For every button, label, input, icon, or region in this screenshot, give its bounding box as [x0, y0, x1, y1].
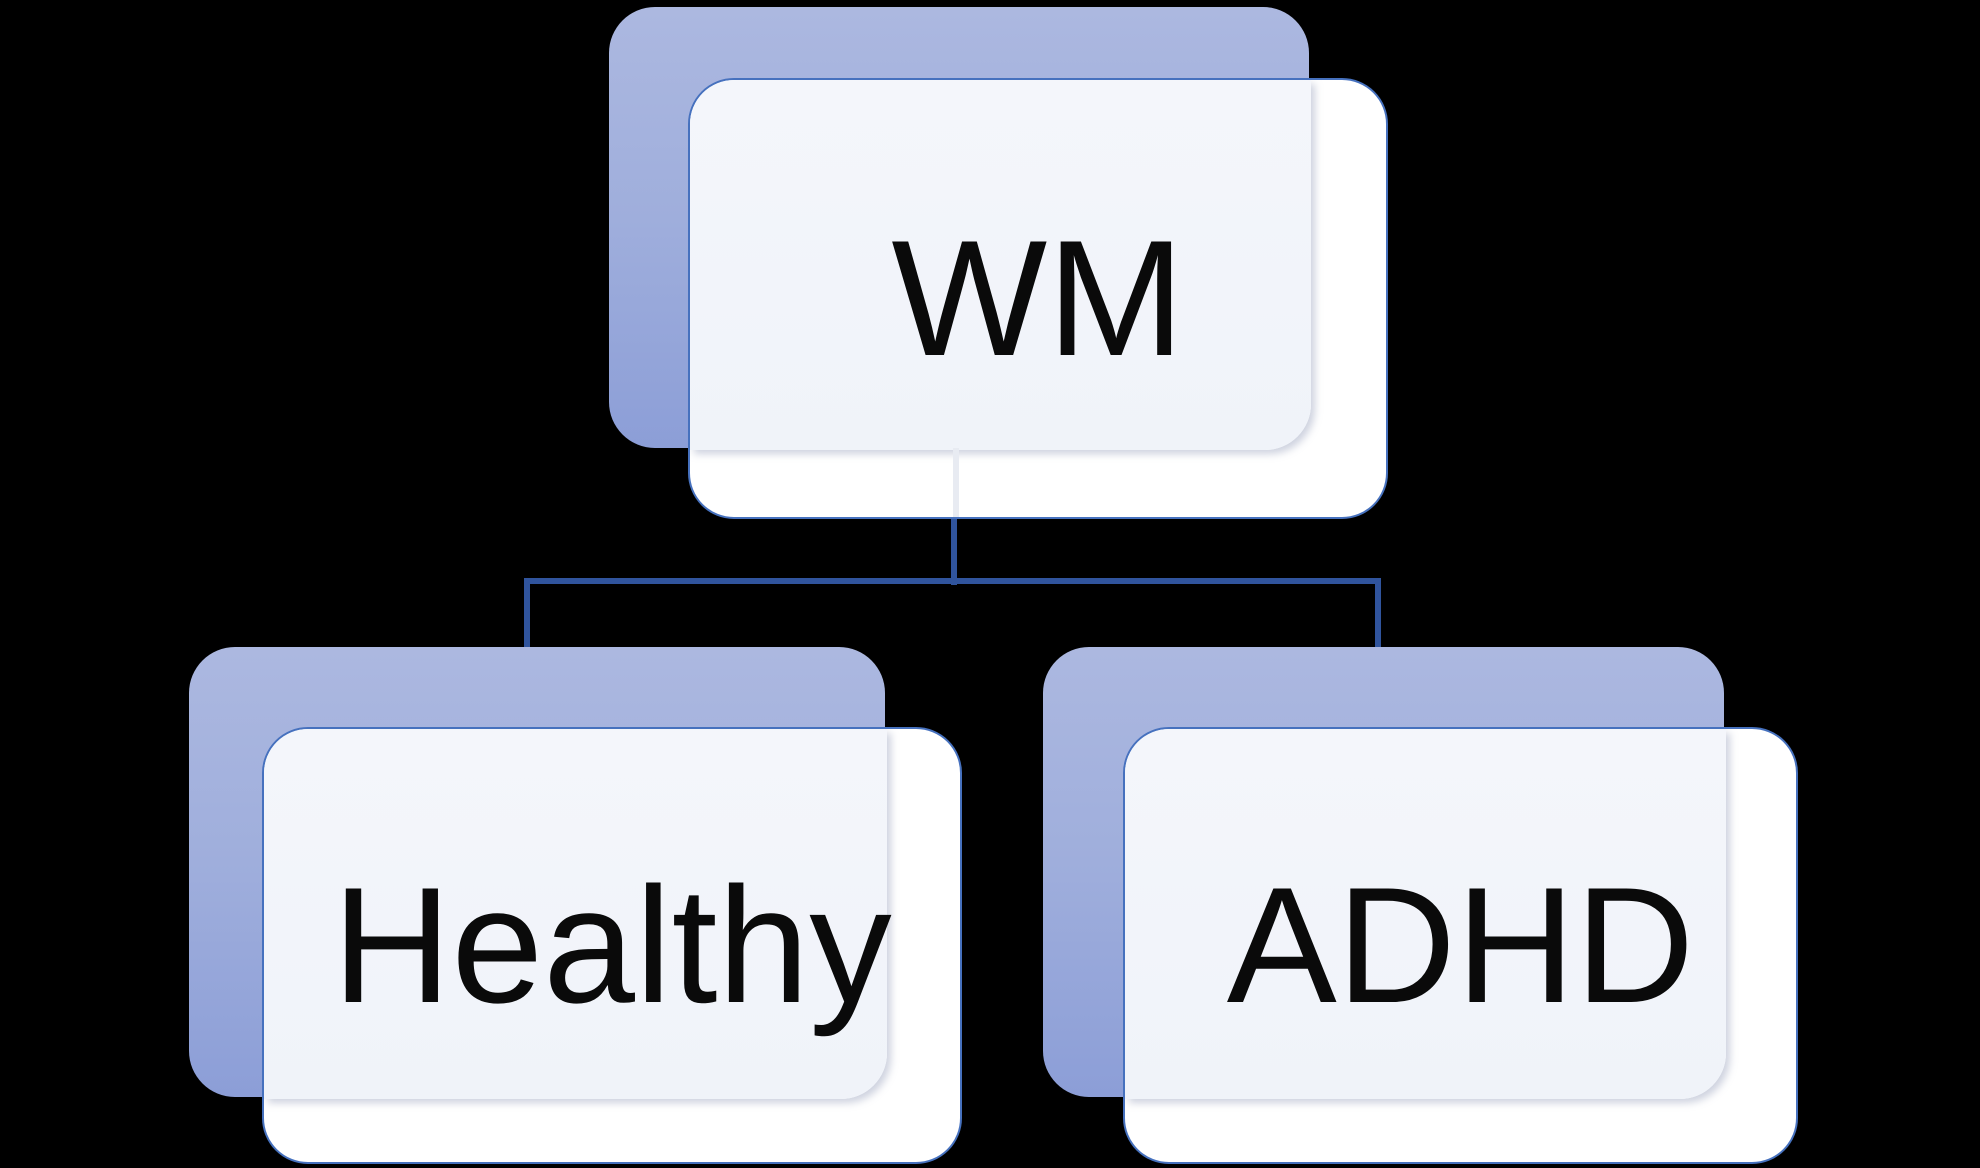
connector-branch-right — [1375, 578, 1381, 655]
wm-front-panel: WM — [688, 78, 1388, 519]
adhd-front-panel: ADHD — [1123, 727, 1798, 1164]
node-label: Healthy — [332, 853, 892, 1037]
wm-overlap-tint — [690, 80, 1311, 450]
adhd-overlap-tint — [1125, 729, 1726, 1099]
connector-branch-left — [524, 578, 530, 655]
connector-see-through-segment — [953, 448, 959, 517]
node-label: WM — [891, 206, 1185, 390]
connector-crossbar — [524, 578, 1381, 584]
healthy-front-panel: Healthy — [262, 727, 962, 1164]
node-label: ADHD — [1226, 853, 1695, 1037]
healthy-overlap-tint — [264, 729, 887, 1099]
